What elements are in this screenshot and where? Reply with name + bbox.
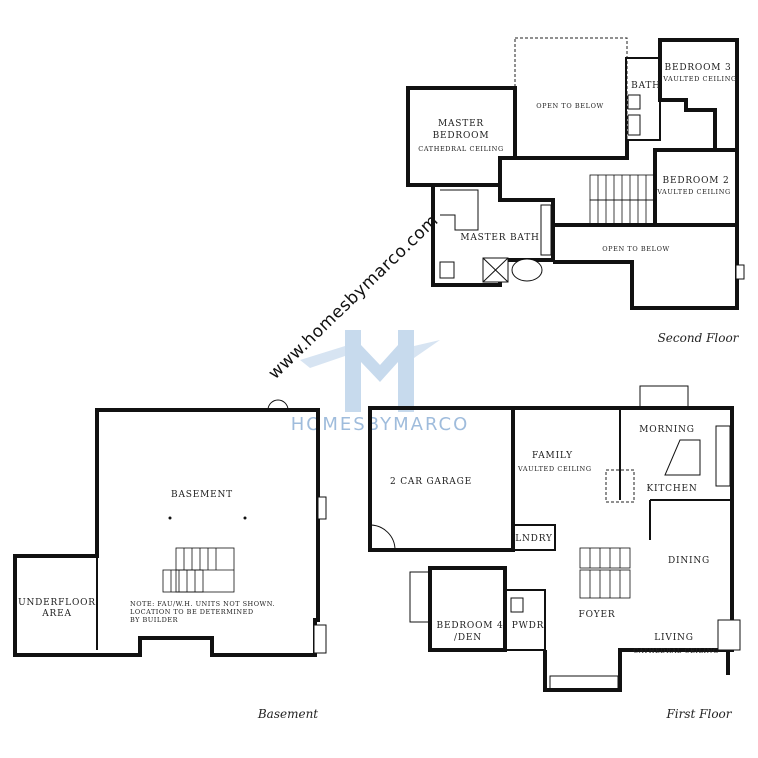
label-upstairs-bath: BATH [631,81,661,91]
upper-stairs-icon [589,174,656,226]
brand-logo [300,330,440,412]
main-stairs-icon [579,547,631,599]
foyer-front-walls [543,648,728,692]
label-open-to-below-bottom: OPEN TO BELOW [602,245,670,253]
label-kitchen: KITCHEN [646,484,697,494]
label-foyer: FOYER [579,610,616,620]
basement-egress-icon [313,624,327,654]
label-underfloor: UNDERFLOOR [18,598,96,608]
powder-walls [505,589,546,651]
basement-note-line2: LOCATION TO BE DETERMINED [130,608,254,616]
label-bedroom3-ceiling: VAULTED CEILING [662,75,737,83]
second-floor-vent-icon [735,264,745,280]
label-living: LIVING [654,633,693,643]
first-floor-title: First Floor [665,707,732,721]
label-garage: 2 CAR GARAGE [390,477,472,487]
kitchen-island-icon [664,439,701,476]
second-floor-title: Second Floor [658,331,740,345]
basement-note-line3: BY BUILDER [130,616,179,624]
master-toilet-icon [439,261,455,279]
bath-toilet-icon [627,94,641,110]
open-to-below-bottom-walls [553,223,739,310]
front-porch [549,675,619,691]
basement-outer-walls [13,408,320,657]
label-family: FAMILY [532,451,573,461]
basement-note-line1: NOTE: FAU/W.H. UNITS NOT SHOWN. [130,600,275,608]
first-floor-plan: 2 CAR GARAGE FAMILY VAULTED CEILING MORN… [368,385,741,721]
label-living-ceiling: CATHEDRAL CEILING [633,647,719,655]
bedroom3-walls [658,38,739,152]
basement-vent-icon [317,496,327,520]
label-master-bedroom: BEDROOM [433,131,490,141]
living-fireplace-icon [717,619,741,651]
garage-door-swing [369,524,396,551]
label-family-ceiling: VAULTED CEILING [517,465,592,473]
label-underfloor-area: AREA [41,609,72,619]
label-morning: MORNING [639,425,694,435]
morning-bay [639,385,689,409]
brand-name-watermark: HOMESBYMARCO [291,414,470,435]
second-floor-plan: MASTER BEDROOM CATHEDRAL CEILING OPEN TO… [406,37,745,345]
label-master-bath: MASTER BATH [460,233,539,243]
basement-stairs-icon [162,547,235,593]
label-dining: DINING [668,556,710,566]
kitchen-counter-icon [715,425,731,487]
basement-plan: BASEMENT UNDERFLOOR AREA NOTE: FAU/W.H. … [13,399,327,721]
label-bedroom2: BEDROOM 2 [663,176,730,186]
master-bedroom-walls [406,86,517,187]
powder-toilet-icon [510,597,524,613]
bath-sink-icon [627,114,641,136]
master-closet-outline [440,189,479,231]
laundry-walls [513,524,556,551]
open-to-below-top-rail [515,140,629,160]
master-vanity-icon [540,204,552,256]
upstairs-bath-walls [625,57,661,141]
label-bedroom2-ceiling: VAULTED CEILING [656,188,731,196]
label-bedroom4: BEDROOM 4 [437,621,504,631]
label-bedroom4-den: /DEN [454,633,482,643]
basement-window-well [267,399,289,411]
label-bedroom3: BEDROOM 3 [665,63,732,73]
label-laundry: LNDRY [515,534,553,544]
label-open-to-below-top: OPEN TO BELOW [536,102,604,110]
basement-title: Basement [257,707,318,721]
label-master: MASTER [438,119,484,129]
label-master-bedroom-ceiling: CATHEDRAL CEILING [418,145,504,153]
master-tub-icon [511,258,543,282]
label-basement: BASEMENT [171,490,233,500]
bedroom4-bay [409,571,431,623]
label-powder: PWDR [512,621,545,631]
open-to-below-top-outline [514,37,628,159]
